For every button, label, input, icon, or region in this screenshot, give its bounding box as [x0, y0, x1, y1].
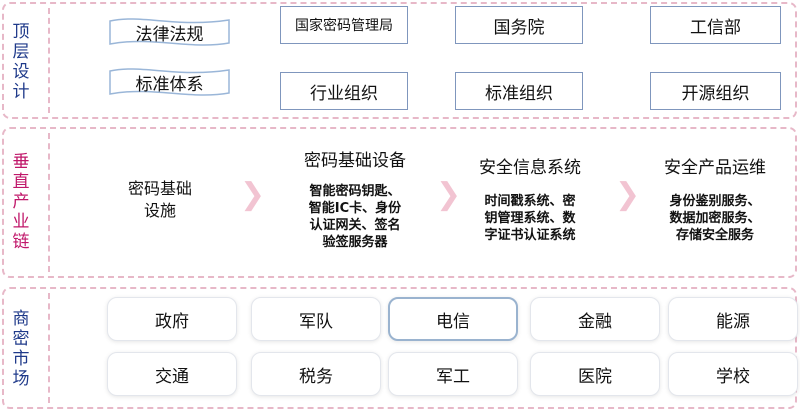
- commercial-market-label: 商 密 市 场: [10, 297, 32, 401]
- standard-system-flag: 标准体系: [106, 66, 233, 98]
- crypto-infrastructure: 密码基础 设施: [127, 179, 192, 220]
- market-school: 学校: [668, 352, 798, 396]
- label-char: 层: [12, 42, 30, 62]
- stage-desc-operations: 身份鉴别服务、 数据加密服务、 存储安全服务: [669, 194, 761, 243]
- crypto-admin-box: 国家密码管理局: [280, 6, 408, 44]
- separator: [48, 293, 50, 403]
- standards-org-box: 标准组织: [455, 72, 583, 110]
- market-government: 政府: [107, 297, 237, 341]
- separator: [48, 133, 50, 272]
- vertical-chain-section: [2, 127, 797, 278]
- label-char: 设: [12, 62, 30, 82]
- market-transport: 交通: [107, 352, 237, 396]
- market-military: 军队: [251, 297, 381, 341]
- top-design-section: [2, 2, 797, 119]
- chain-arrow-icon: ❯: [436, 177, 462, 212]
- industry-org-box: 行业组织: [280, 72, 408, 110]
- commercial-market-section: [2, 287, 797, 409]
- label-char: 业: [12, 212, 30, 232]
- label-char: 垂: [12, 152, 30, 172]
- market-hospital: 医院: [530, 352, 660, 396]
- vertical-chain-label: 垂 直 产 业 链: [10, 137, 32, 267]
- top-design-label: 顶 层 设 计: [10, 14, 32, 110]
- stage-title-systems: 安全信息系统: [479, 158, 581, 178]
- miit-box: 工信部: [650, 6, 781, 44]
- market-taxation: 税务: [251, 352, 381, 396]
- separator: [48, 8, 50, 113]
- market-telecom: 电信: [388, 297, 518, 341]
- market-finance: 金融: [530, 297, 660, 341]
- chain-arrow-icon: ❯: [615, 177, 641, 212]
- label-char: 商: [12, 309, 30, 329]
- open-source-org-box: 开源组织: [650, 72, 781, 110]
- label-char: 场: [12, 369, 30, 389]
- market-military-industry: 军工: [388, 352, 518, 396]
- law-regulation-flag: 法律法规: [106, 16, 233, 48]
- state-council-box: 国务院: [455, 6, 583, 44]
- stage-desc-devices: 智能密码钥匙、 智能IC卡、身份 认证网关、签名 验签服务器: [308, 184, 402, 250]
- label-char: 密: [12, 329, 30, 349]
- stage-title-operations: 安全产品运维: [664, 158, 766, 178]
- standard-system-text: 标准体系: [135, 74, 204, 95]
- label-char: 计: [12, 82, 30, 102]
- label-char: 市: [12, 349, 30, 369]
- stage-title-devices: 密码基础设备: [304, 151, 406, 171]
- label-char: 链: [12, 232, 30, 252]
- law-regulation-text: 法律法规: [135, 24, 204, 45]
- label-char: 产: [12, 192, 30, 212]
- label-char: 直: [12, 172, 30, 192]
- market-energy: 能源: [668, 297, 798, 341]
- label-char: 顶: [12, 22, 30, 42]
- stage-desc-systems: 时间戳系统、密 钥管理系统、数 字证书认证系统: [484, 194, 576, 243]
- chain-arrow-icon: ❯: [240, 177, 266, 212]
